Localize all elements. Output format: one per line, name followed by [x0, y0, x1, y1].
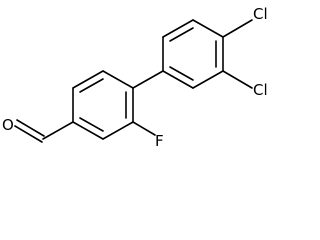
ring2-bond-6: [162, 70, 194, 89]
ring1-bond-3: [102, 70, 134, 89]
bond-c-cho: [42, 121, 74, 140]
atom-label-oxygen: O: [2, 116, 14, 134]
ring1-bond-6: [72, 121, 104, 140]
fluorophenyl-ring: [72, 70, 134, 140]
ring1-inner-bond-1: [79, 78, 104, 93]
atom-label-chlorine-bottom: Cl: [253, 81, 268, 99]
aldehyde-group: [14, 119, 74, 143]
ring2-inner-bond-1: [169, 27, 194, 42]
bond-c-o-double-1: [14, 125, 43, 143]
bond-c-cl-top: [222, 19, 253, 38]
ring1-bond-5: [102, 121, 134, 140]
ring2-bond-3: [192, 19, 224, 38]
ring1-bond-2: [72, 70, 104, 89]
bond-c-cl-bottom: [222, 70, 253, 89]
ring1-inner-bond-3: [79, 117, 104, 132]
bond-biaryl: [132, 70, 164, 89]
bond-c-f: [132, 121, 156, 136]
ring2-bond-5: [192, 70, 224, 89]
ring2-inner-bond-3: [169, 66, 194, 81]
bond-c-o-double-2: [16, 119, 45, 137]
atom-label-chlorine-top: Cl: [253, 5, 268, 23]
ring2-bond-2: [162, 19, 194, 38]
dichlorophenyl-ring: [162, 19, 224, 89]
chemical-structure-diagram: O F Cl Cl: [2, 5, 268, 150]
atom-label-fluorine: F: [155, 132, 164, 150]
